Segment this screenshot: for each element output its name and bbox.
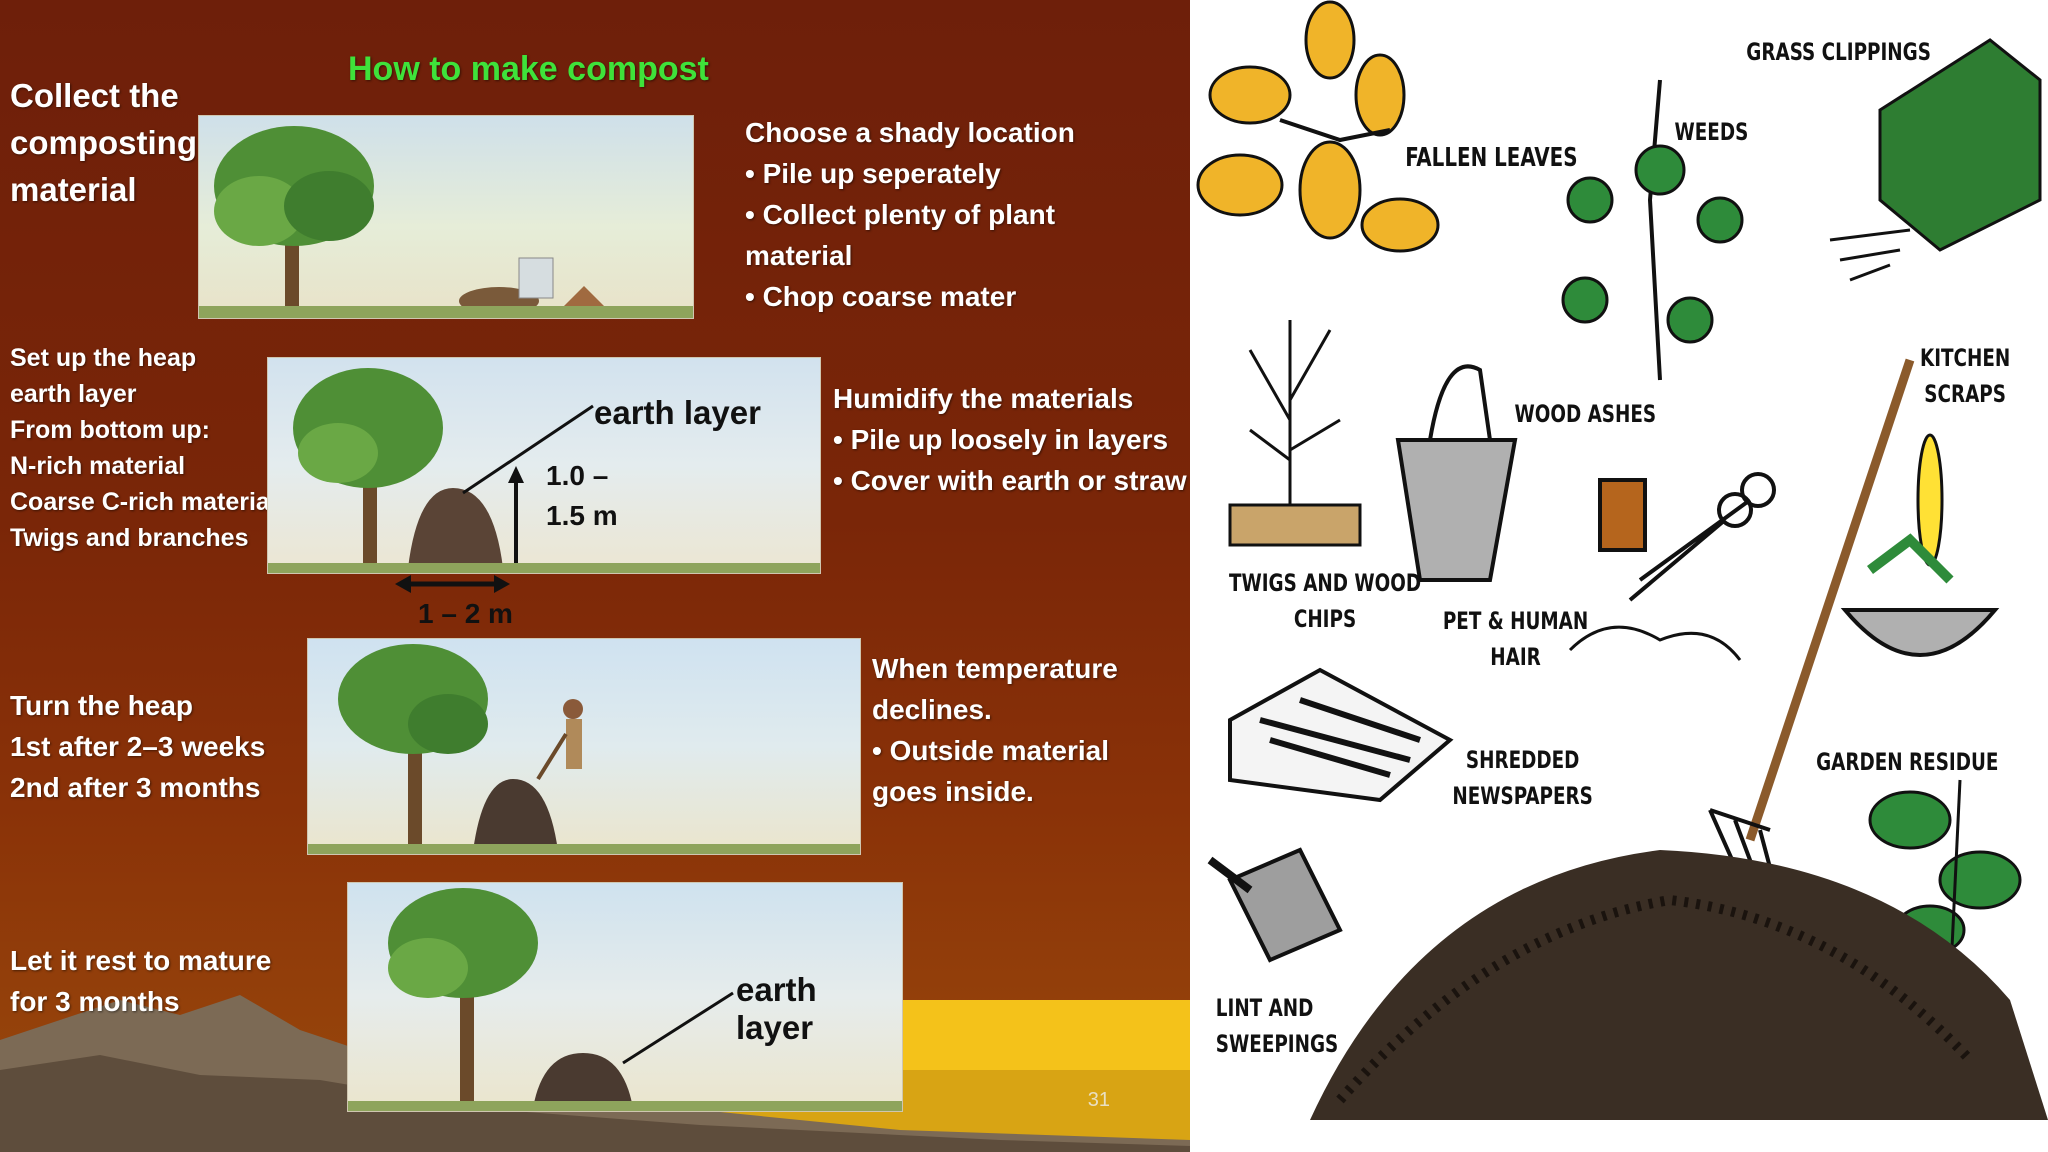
- weeds-label: WEEDS: [1674, 118, 1749, 146]
- ash-bucket-drawing: [1395, 364, 1518, 582]
- lint-sweepings-label: LINT AND SWEEPINGS: [1215, 994, 1339, 1058]
- kitchen-scraps-drawing: [1840, 433, 2000, 657]
- earth-layer-label: earth layer: [594, 394, 761, 431]
- weeds-drawing: [1561, 79, 1744, 381]
- step2-image: earth layer 1.0 – 1.5 m: [267, 357, 821, 574]
- compost-materials-illustration: FALLEN LEAVES WEEDS GRASS CLIPPINGS KITC…: [1190, 0, 2048, 1152]
- newspapers-drawing: [1228, 667, 1454, 803]
- compost-heap-drawing: [1190, 850, 2048, 1152]
- kitchen-scraps-label: KITCHEN SCRAPS: [1919, 344, 2011, 408]
- compost-slide: How to make compost Collect the composti…: [0, 0, 1190, 1152]
- newspapers-label: SHREDDED NEWSPAPERS: [1452, 746, 1593, 810]
- garden-residue-label: GARDEN RESIDUE: [1816, 748, 1999, 776]
- step4-heading: Let it rest to mature for 3 months: [10, 945, 272, 1017]
- pet-hair-label: PET & HUMAN HAIR: [1442, 607, 1589, 671]
- fallen-leaves-drawing: [1196, 0, 1440, 253]
- step4-image: earth layer: [347, 882, 903, 1112]
- step1-heading: Collect the composting material: [10, 77, 197, 208]
- step2-heading: Set up the heap earth layer From bottom …: [10, 344, 277, 552]
- scissors-drawing: [1568, 472, 1776, 661]
- step3-instructions: When temperature declines. • Outside mat…: [872, 653, 1118, 807]
- wood-ashes-label: WOOD ASHES: [1514, 400, 1657, 428]
- twigs-chips-label: TWIGS AND WOOD CHIPS: [1228, 569, 1422, 633]
- step3-image: [307, 638, 861, 855]
- step3-heading: Turn the heap 1st after 2–3 weeks 2nd af…: [10, 690, 266, 803]
- grass-clippings-drawing: [1829, 38, 2042, 282]
- heap-height-label: 1.0 – 1.5 m: [546, 460, 618, 531]
- page-number: 31: [1087, 1089, 1110, 1111]
- grass-clippings-label: GRASS CLIPPINGS: [1746, 38, 1931, 66]
- trowel-drawing: [1207, 847, 1343, 963]
- step1-image: [198, 115, 694, 319]
- illustration-art: [1190, 0, 2048, 1152]
- heap-width-arrow: [395, 575, 510, 593]
- step1-instructions: Choose a shady location • Pile up sepera…: [745, 117, 1075, 312]
- earth-layer-label-2: earth layer: [736, 971, 817, 1046]
- twigs-drawing: [1228, 320, 1362, 547]
- step2-instructions: Humidify the materials • Pile up loosely…: [833, 383, 1187, 496]
- slide-title: How to make compost: [348, 50, 709, 88]
- fallen-leaves-label: FALLEN LEAVES: [1405, 143, 1578, 173]
- heap-width-label: 1 – 2 m: [418, 598, 513, 629]
